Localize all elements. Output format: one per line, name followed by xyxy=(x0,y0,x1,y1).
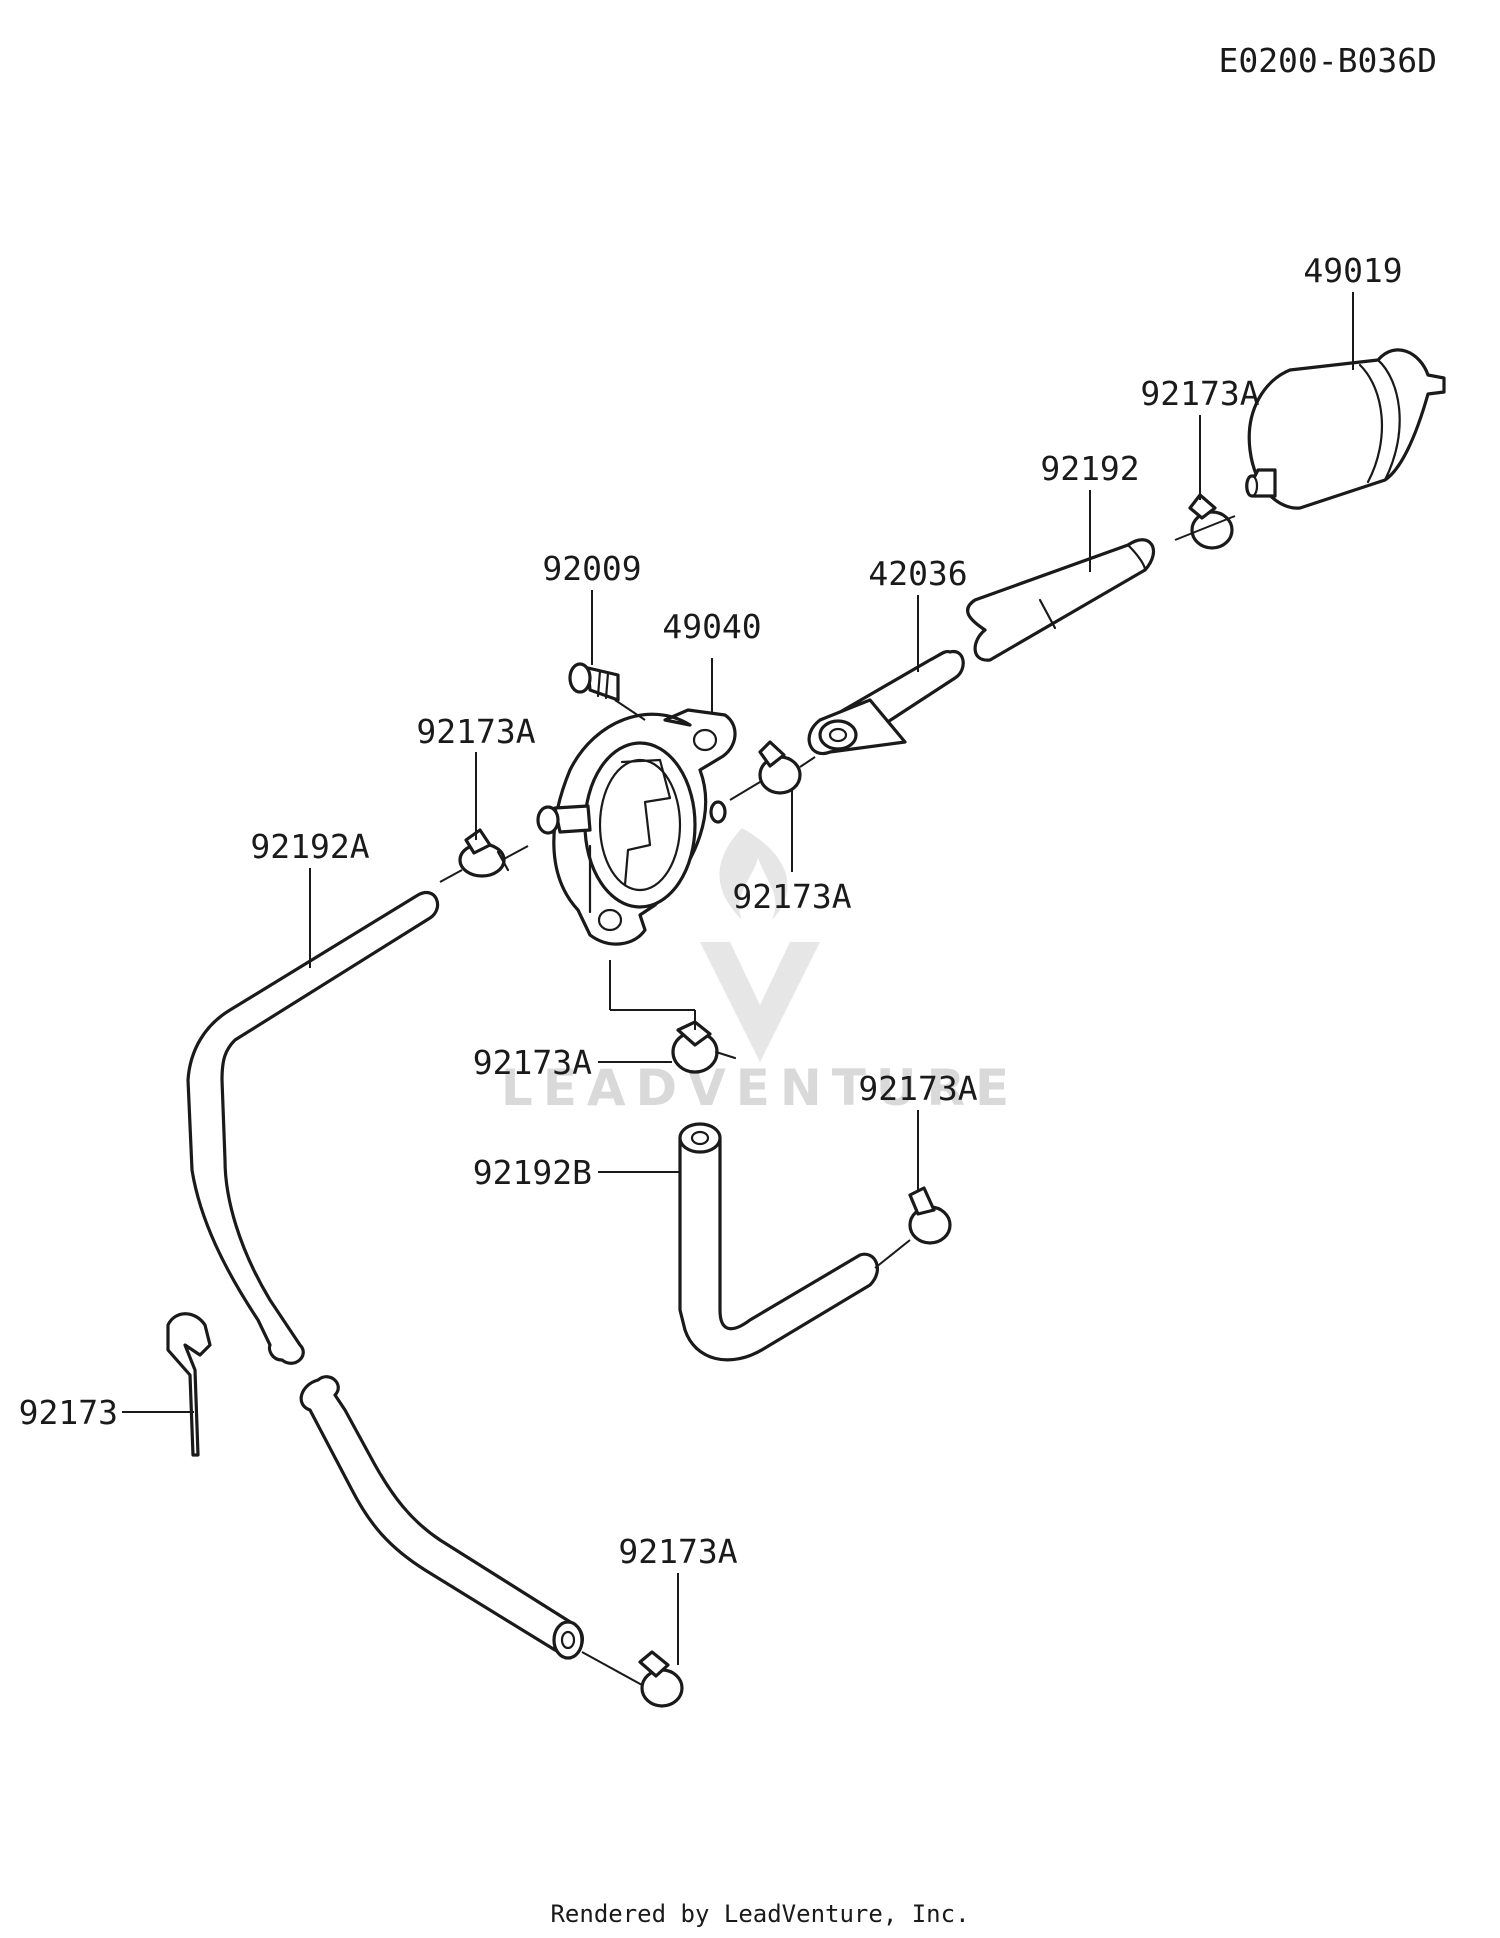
part-92173a-clamp-filter[interactable] xyxy=(1188,493,1234,550)
watermark-v-icon xyxy=(700,942,820,1062)
callout-42036[interactable]: 42036 xyxy=(868,554,967,593)
part-49019-fuel-filter[interactable] xyxy=(1245,348,1446,510)
part-92173a-clamp-right[interactable] xyxy=(758,740,802,795)
part-92192-hose[interactable] xyxy=(966,538,1156,662)
part-92009-bolt[interactable] xyxy=(568,662,620,702)
callout-labels: 49019 92173A 92192 42036 92009 49040 921… xyxy=(19,251,1403,1571)
callout-92173a-b[interactable]: 92173A xyxy=(858,1069,977,1108)
part-92173a-clamp-b[interactable] xyxy=(908,1186,952,1245)
part-92173a-clamp-bottom[interactable] xyxy=(638,1650,684,1708)
part-42036-fuel-tube[interactable] xyxy=(807,649,965,756)
callout-92009[interactable]: 92009 xyxy=(542,549,641,588)
callout-49040[interactable]: 49040 xyxy=(662,607,761,646)
watermark-text: LEADVENTURE xyxy=(501,1059,1019,1117)
part-92173a-clamp-left[interactable] xyxy=(458,828,510,878)
footer-credit: Rendered by LeadVenture, Inc. xyxy=(550,1900,969,1928)
part-92173-clip[interactable] xyxy=(166,1312,212,1457)
callout-92173a-mid[interactable]: 92173A xyxy=(473,1043,592,1082)
part-49040-fuel-pump[interactable] xyxy=(536,708,737,946)
callout-92192[interactable]: 92192 xyxy=(1040,449,1139,488)
diagram-code: E0200-B036D xyxy=(1218,41,1437,80)
callout-92173a-bottom[interactable]: 92173A xyxy=(618,1532,737,1571)
watermark-flame-icon xyxy=(719,828,788,920)
callout-92192b[interactable]: 92192B xyxy=(473,1153,592,1192)
part-92192b-hose[interactable] xyxy=(678,1122,879,1362)
callout-92173[interactable]: 92173 xyxy=(19,1393,118,1432)
callout-92173a-filter[interactable]: 92173A xyxy=(1140,374,1259,413)
callout-92173a-right[interactable]: 92173A xyxy=(732,877,851,916)
part-92173a-clamp-mid[interactable] xyxy=(671,1020,737,1074)
callout-92192a[interactable]: 92192A xyxy=(250,827,369,866)
callout-49019[interactable]: 49019 xyxy=(1303,251,1402,290)
watermark: LEADVENTURE xyxy=(501,828,1019,1117)
leader-lines xyxy=(122,292,1354,1665)
connection-lines xyxy=(439,515,1236,1686)
part-92192a-hose[interactable] xyxy=(186,891,584,1660)
callout-92173a-left[interactable]: 92173A xyxy=(416,712,535,751)
